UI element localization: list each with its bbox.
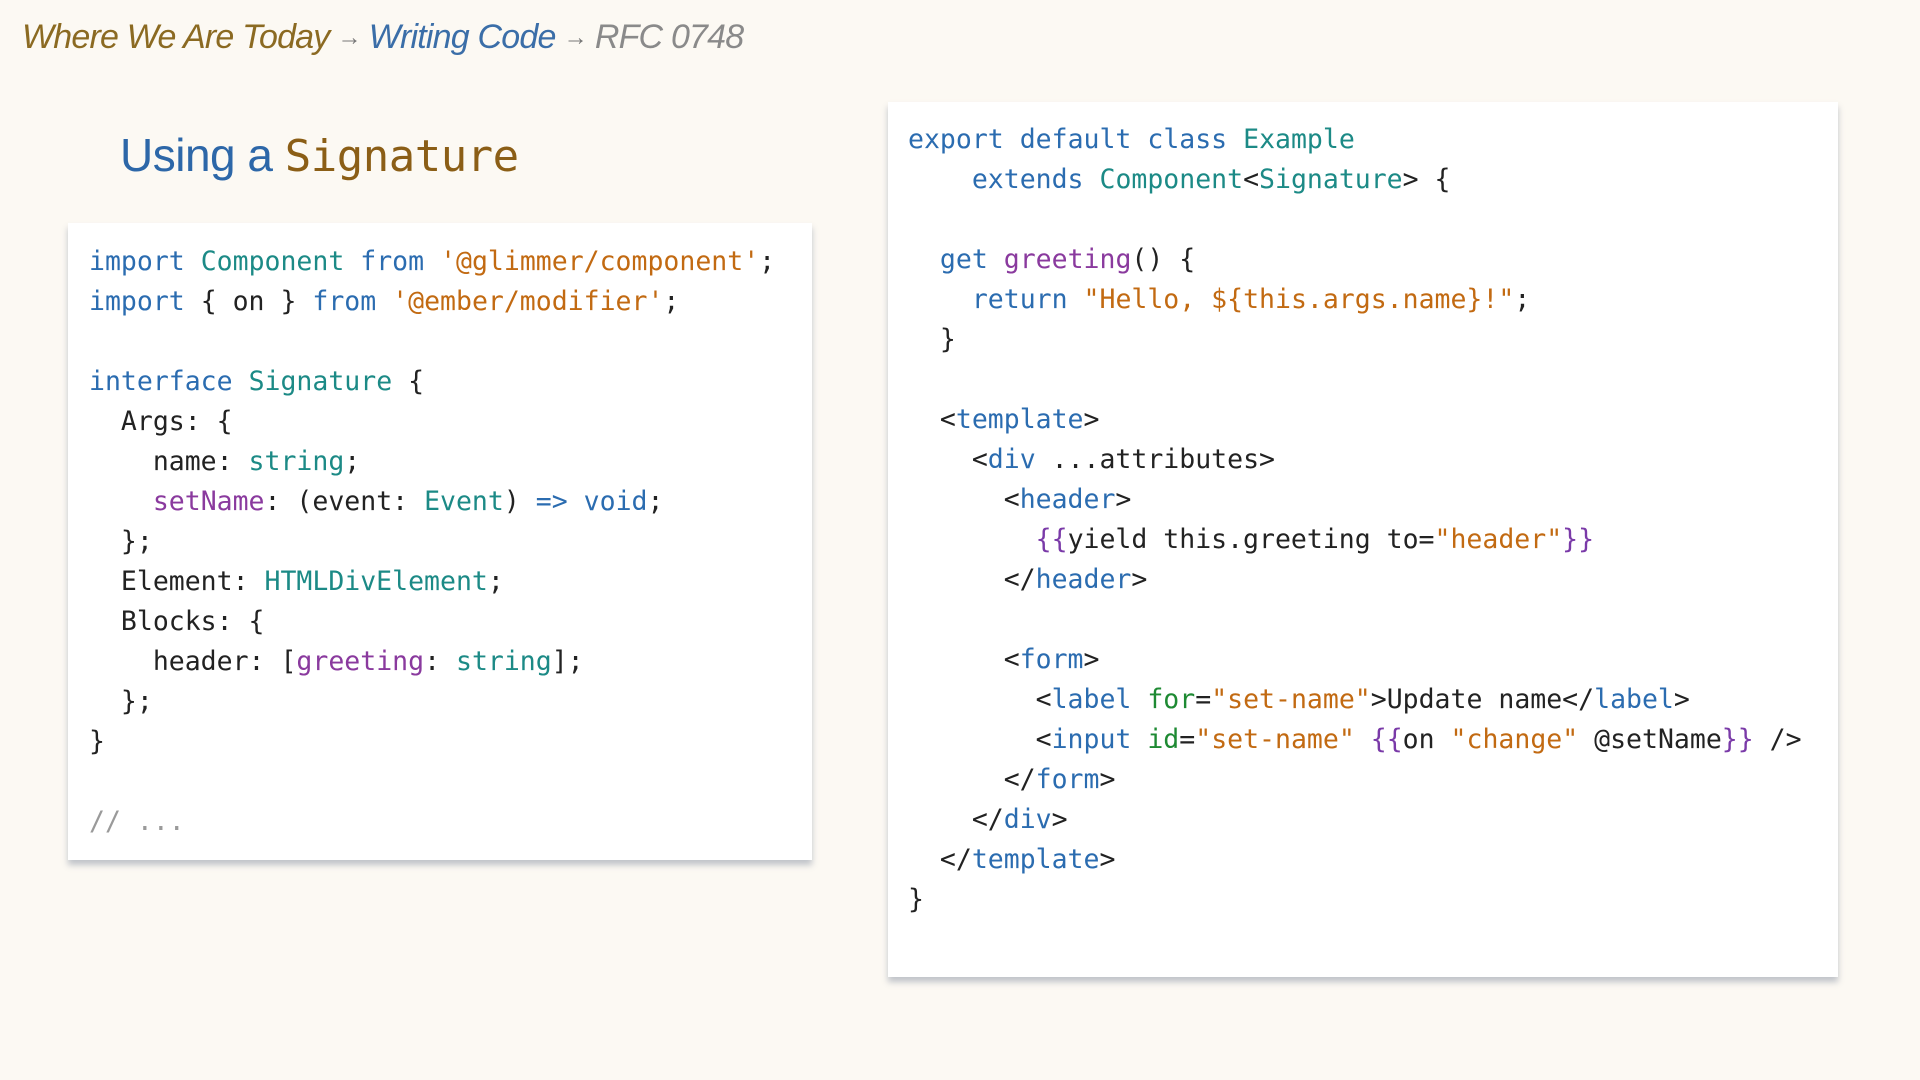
code-line: header: [greeting: string]; bbox=[89, 646, 584, 677]
code-line: <div ...attributes> bbox=[908, 444, 1275, 475]
code-line: <label for="set-name">Update name</label… bbox=[908, 684, 1690, 715]
signature-code: import Component from '@glimmer/componen… bbox=[89, 242, 775, 842]
code-line: </div> bbox=[908, 804, 1068, 835]
code-line: extends Component<Signature> { bbox=[971, 164, 1451, 195]
code-line: }; bbox=[89, 686, 153, 717]
code-line: } bbox=[89, 726, 105, 757]
slide-title: Using a Signature bbox=[120, 128, 519, 182]
code-line: name: string; bbox=[89, 446, 361, 477]
code-line: interface Signature { bbox=[89, 366, 425, 397]
component-code: export default class Example extends Com… bbox=[908, 120, 1802, 920]
breadcrumb: Where We Are Today→Writing Code→RFC 0748 bbox=[22, 18, 744, 57]
code-line: } bbox=[908, 884, 924, 915]
breadcrumb-item-rfc: RFC 0748 bbox=[594, 18, 744, 56]
code-line: </form> bbox=[908, 764, 1116, 795]
code-line: }; bbox=[89, 526, 153, 557]
breadcrumb-item-where-we-are-today[interactable]: Where We Are Today bbox=[22, 18, 330, 56]
code-line: import Component from '@glimmer/componen… bbox=[89, 246, 776, 277]
code-line: Element: HTMLDivElement; bbox=[89, 566, 504, 597]
breadcrumb-arrow-icon: → bbox=[337, 24, 362, 51]
code-line: <input id="set-name" {{on "change" @setN… bbox=[908, 724, 1802, 755]
component-code-block: export default class Example extends Com… bbox=[888, 102, 1838, 977]
breadcrumb-item-writing-code[interactable]: Writing Code bbox=[368, 18, 557, 56]
code-line: // ... bbox=[89, 806, 185, 837]
code-line: </template> bbox=[908, 844, 1116, 875]
code-line: get greeting() { bbox=[939, 244, 1196, 275]
code-line: setName: (event: Event) => void; bbox=[152, 486, 664, 517]
code-line: <form> bbox=[908, 644, 1100, 675]
code-line: <template> bbox=[908, 404, 1100, 435]
code-line: Blocks: { bbox=[89, 606, 265, 637]
code-line: import { on } from '@ember/modifier'; bbox=[89, 286, 680, 317]
code-line: Args: { bbox=[89, 406, 233, 437]
signature-code-block: import Component from '@glimmer/componen… bbox=[68, 223, 812, 860]
code-line: {{yield this.greeting to="header"}} bbox=[1035, 524, 1595, 555]
title-code-word: Signature bbox=[284, 131, 519, 182]
code-line: <header> bbox=[908, 484, 1132, 515]
code-line: </header> bbox=[908, 564, 1148, 595]
breadcrumb-arrow-icon: → bbox=[563, 24, 588, 51]
code-line: return "Hello, ${this.args.name}!"; bbox=[971, 284, 1531, 315]
title-prefix: Using a bbox=[120, 129, 273, 181]
code-line: } bbox=[908, 324, 956, 355]
code-line: export default class Example bbox=[908, 124, 1355, 155]
